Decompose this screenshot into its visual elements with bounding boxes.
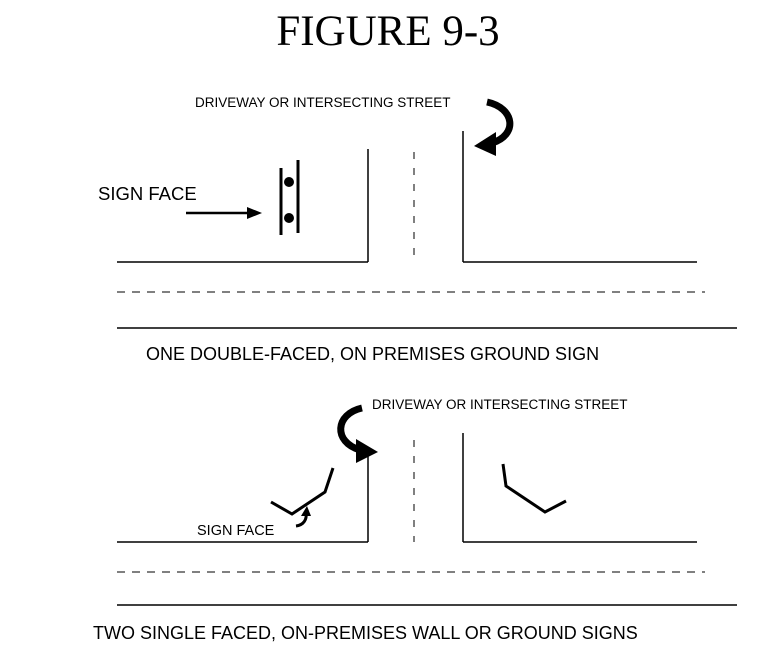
panel2-caption: TWO SINGLE FACED, ON-PREMISES WALL OR GR… <box>93 623 638 643</box>
panel2-sign-face-label: SIGN FACE <box>197 523 275 539</box>
straight-arrow-icon <box>186 207 262 219</box>
curved-arrow-icon <box>474 98 514 156</box>
wall-sign-icon <box>501 463 567 514</box>
panel1-sign-face-label: SIGN FACE <box>98 183 197 204</box>
panel1-caption: ONE DOUBLE-FACED, ON PREMISES GROUND SIG… <box>146 344 599 364</box>
ground-sign-icon <box>279 160 300 235</box>
figure-title: FIGURE 9-3 <box>276 8 499 55</box>
wall-sign-icon <box>270 467 335 516</box>
panel2-street-label: DRIVEWAY OR INTERSECTING STREET <box>372 397 628 412</box>
panel-two: DRIVEWAY OR INTERSECTING STREET SIGN FAC… <box>93 397 737 643</box>
curved-arrow-icon <box>337 404 378 463</box>
panel1-street-label: DRIVEWAY OR INTERSECTING STREET <box>195 95 451 110</box>
curved-arrow-icon <box>295 506 311 528</box>
panel-one: DRIVEWAY OR INTERSECTING STREET SIGN FAC… <box>98 95 737 364</box>
